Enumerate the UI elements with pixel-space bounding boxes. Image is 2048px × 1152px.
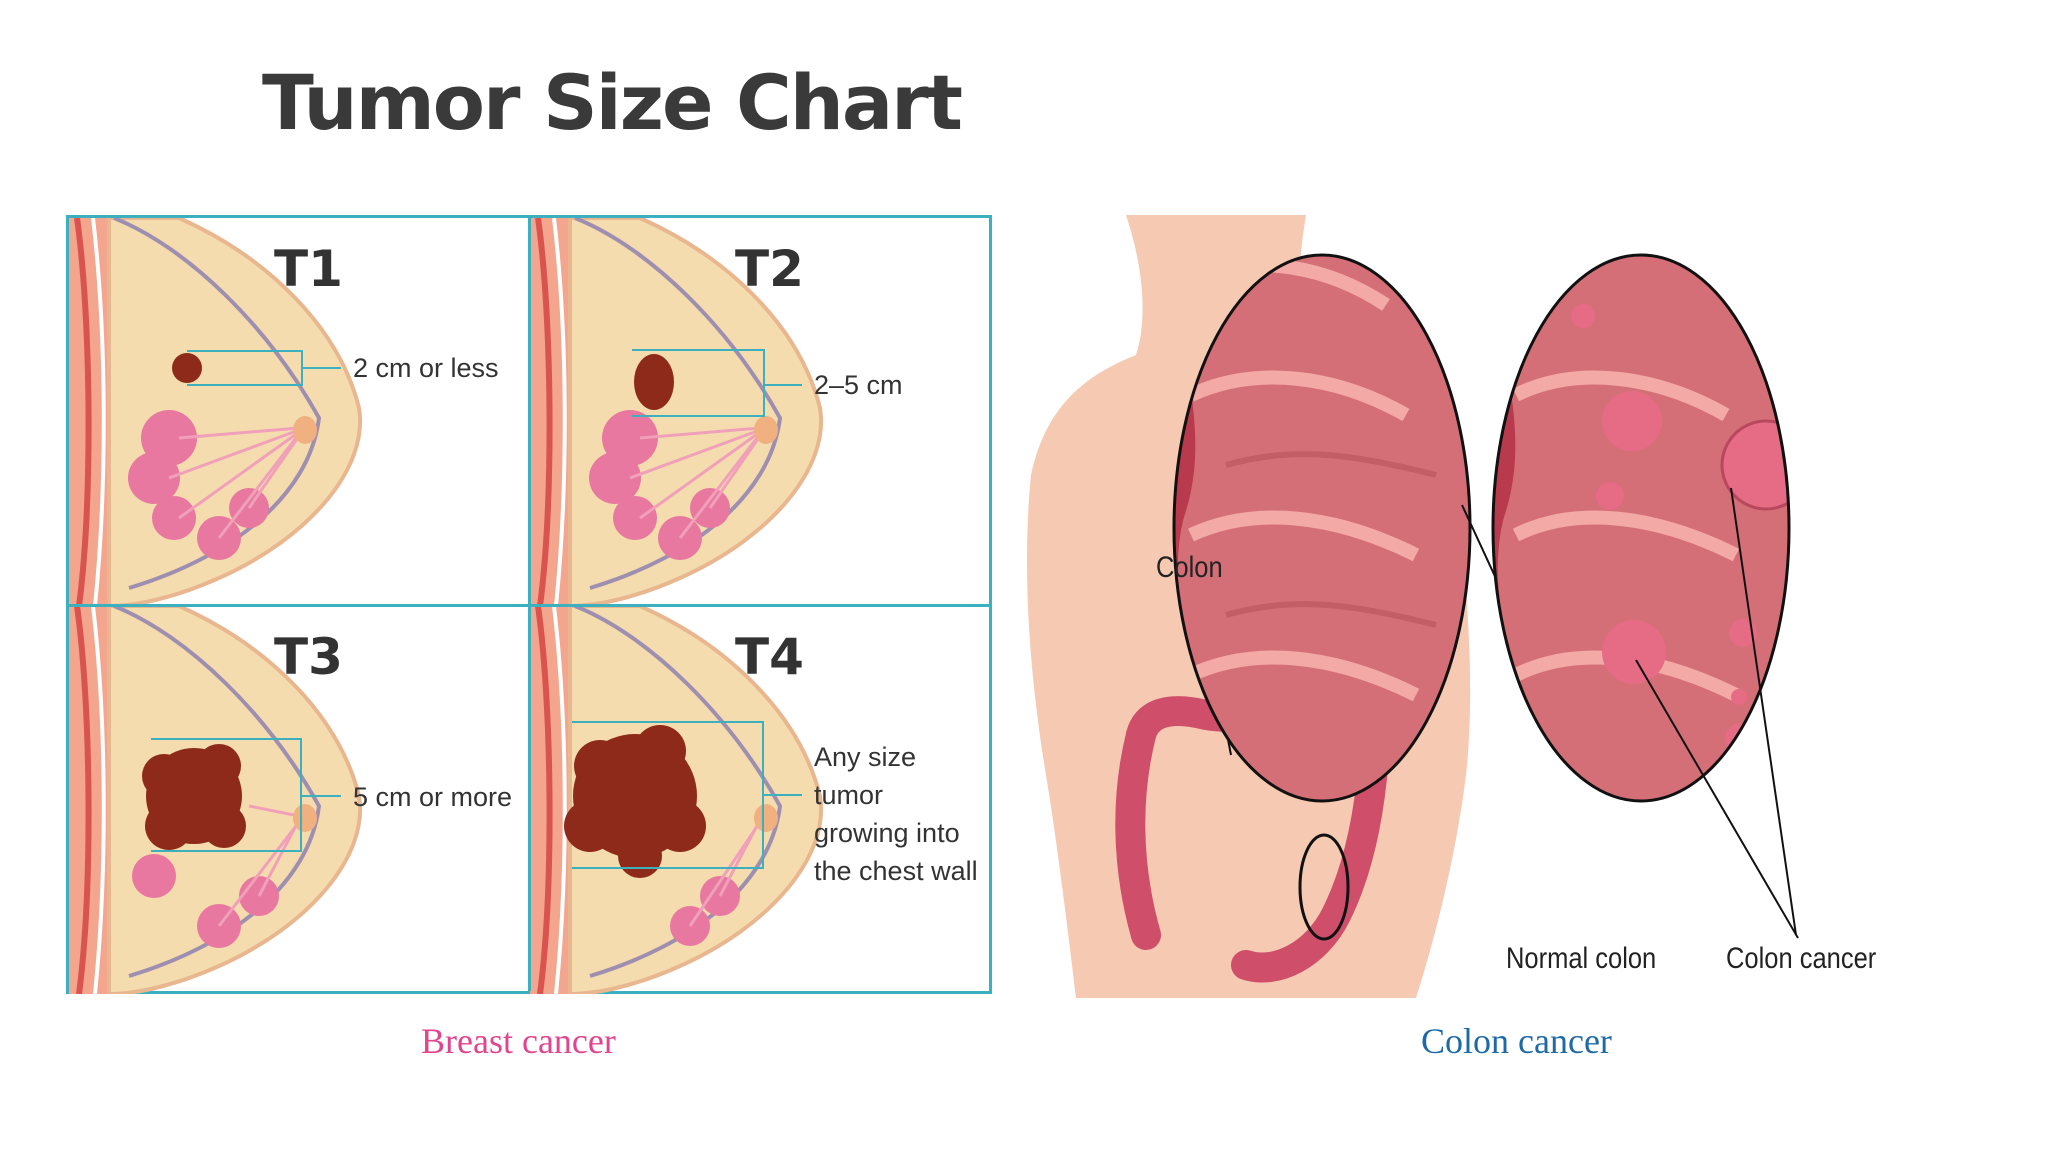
colon-illustration — [1026, 215, 1799, 998]
stage-label-t4: T4 — [735, 628, 804, 686]
stage-label-t3: T3 — [274, 628, 343, 686]
breast-cancer-caption: Breast cancer — [421, 1021, 616, 1061]
size-label-t4-line2: growing into — [814, 818, 960, 848]
stage-cell-t2: T2 2–5 cm — [530, 218, 991, 606]
colon-cancer-label: Colon cancer — [1726, 942, 1877, 975]
normal-colon-label: Normal colon — [1506, 942, 1657, 975]
size-label-t1: 2 cm or less — [353, 353, 499, 383]
stage-label-t1: T1 — [274, 240, 343, 298]
size-label-t2: 2–5 cm — [814, 370, 903, 400]
breast-illustration-t1 — [69, 218, 363, 606]
stage-cell-t3: T3 5 cm or more — [69, 606, 530, 994]
size-label-t4: Any size tumor growing into the chest wa… — [814, 738, 991, 890]
colon-illustration-panel: Colon Normal colon Colon cancer — [996, 215, 1996, 998]
colon-label: Colon — [1156, 551, 1223, 584]
chart-title: Tumor Size Chart — [262, 58, 963, 147]
size-label-t4-line1: Any size tumor — [814, 742, 917, 810]
stage-cell-t1: T1 2 cm or less — [69, 218, 530, 606]
size-label-t3: 5 cm or more — [353, 782, 513, 812]
size-label-t4-line3: the chest wall — [814, 856, 978, 886]
colon-cancer-caption: Colon cancer — [1421, 1021, 1612, 1061]
stage-label-t2: T2 — [735, 240, 804, 298]
stage-cell-t4: T4 Any size tumor growing into the chest… — [530, 606, 991, 994]
grid-divider-horizontal — [69, 604, 989, 607]
breast-stage-grid: T1 2 cm or less T2 2–5 cm — [66, 215, 992, 994]
